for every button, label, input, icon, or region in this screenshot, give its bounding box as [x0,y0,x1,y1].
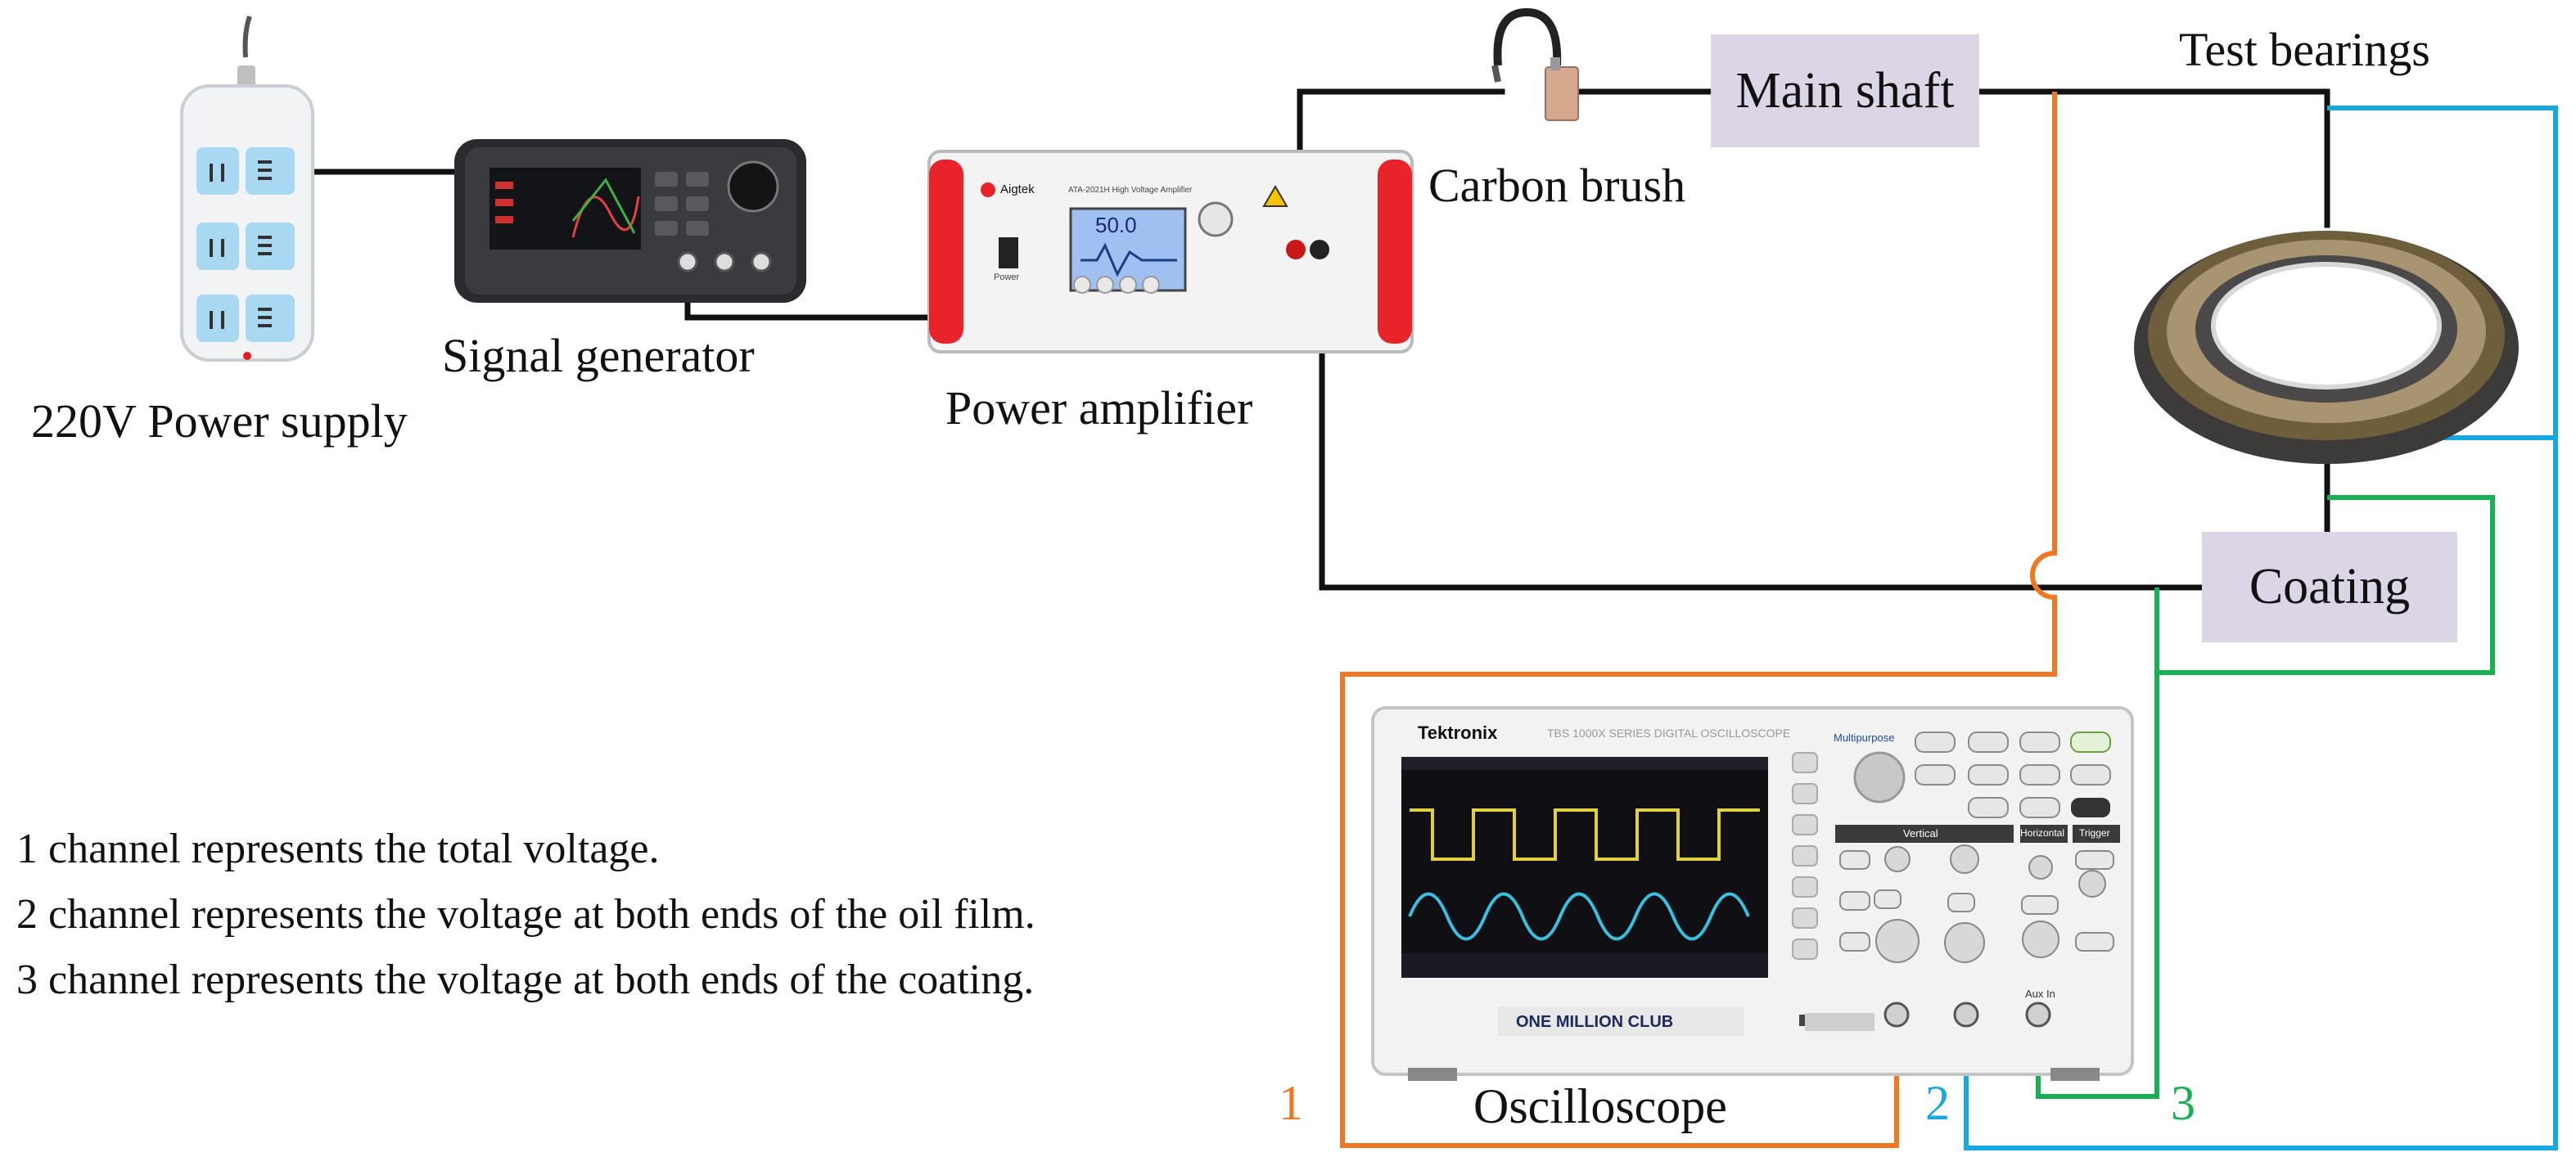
wire-channel-2 [1964,106,2558,1150]
channel-2-number: 2 [1925,1076,1950,1130]
carbon-brush-image [1491,7,1579,121]
oscilloscope-brand: Tektronix [1418,723,1498,743]
note-channel-3: 3 channel represents the voltage at both… [16,957,1035,1003]
test-bearings-label: Test bearings [2179,23,2430,76]
oscilloscope-horizontal: Horizontal [2020,827,2065,839]
wire-coating-to-amplifier [1319,236,2205,591]
carbon-brush-label: Carbon brush [1428,159,1686,212]
oscilloscope-aux-in: Aux In [2025,988,2055,1000]
oscilloscope-image [1371,706,2134,1081]
coating-box: Coating [2202,532,2457,642]
power-supply-label: 220V Power supply [31,394,408,448]
signal-generator-label: Signal generator [442,329,755,382]
power-amplifier-image [927,150,1414,353]
note-channel-1: 1 channel represents the total voltage. [16,826,660,872]
oscilloscope-club: ONE MILLION CLUB [1516,1013,1674,1031]
oscilloscope-series: TBS 1000X SERIES DIGITAL OSCILLOSCOPE [1547,727,1791,740]
oscilloscope-label: Oscilloscope [1473,1079,1727,1133]
wire-channel-1 [1340,92,2057,1148]
oscilloscope-trigger: Trigger [2079,827,2110,839]
test-bearing-image [2134,231,2519,464]
amplifier-power-label: Power [994,272,1020,282]
amplifier-model: ATA-2021H High Voltage Amplifier [1068,186,1193,195]
oscilloscope-vertical: Vertical [1903,827,1938,840]
ch2-trace [1408,892,1750,941]
wire-shaft-to-bearing [1976,88,2330,228]
amplifier-display-value: 50.0 [1095,213,1137,237]
amplifier-brand: Aigtek [1000,182,1035,196]
main-shaft-box: Main shaft [1711,34,1979,147]
oscilloscope-multipurpose: Multipurpose [1834,732,1895,744]
channel-1-number: 1 [1279,1076,1303,1130]
power-amplifier-label: Power amplifier [945,381,1253,434]
ch1-trace [1410,808,1760,861]
signal-generator-image [454,139,806,303]
note-channel-2: 2 channel represents the voltage at both… [16,891,1035,938]
channel-3-number: 3 [2171,1076,2195,1130]
power-strip-image [180,16,314,362]
